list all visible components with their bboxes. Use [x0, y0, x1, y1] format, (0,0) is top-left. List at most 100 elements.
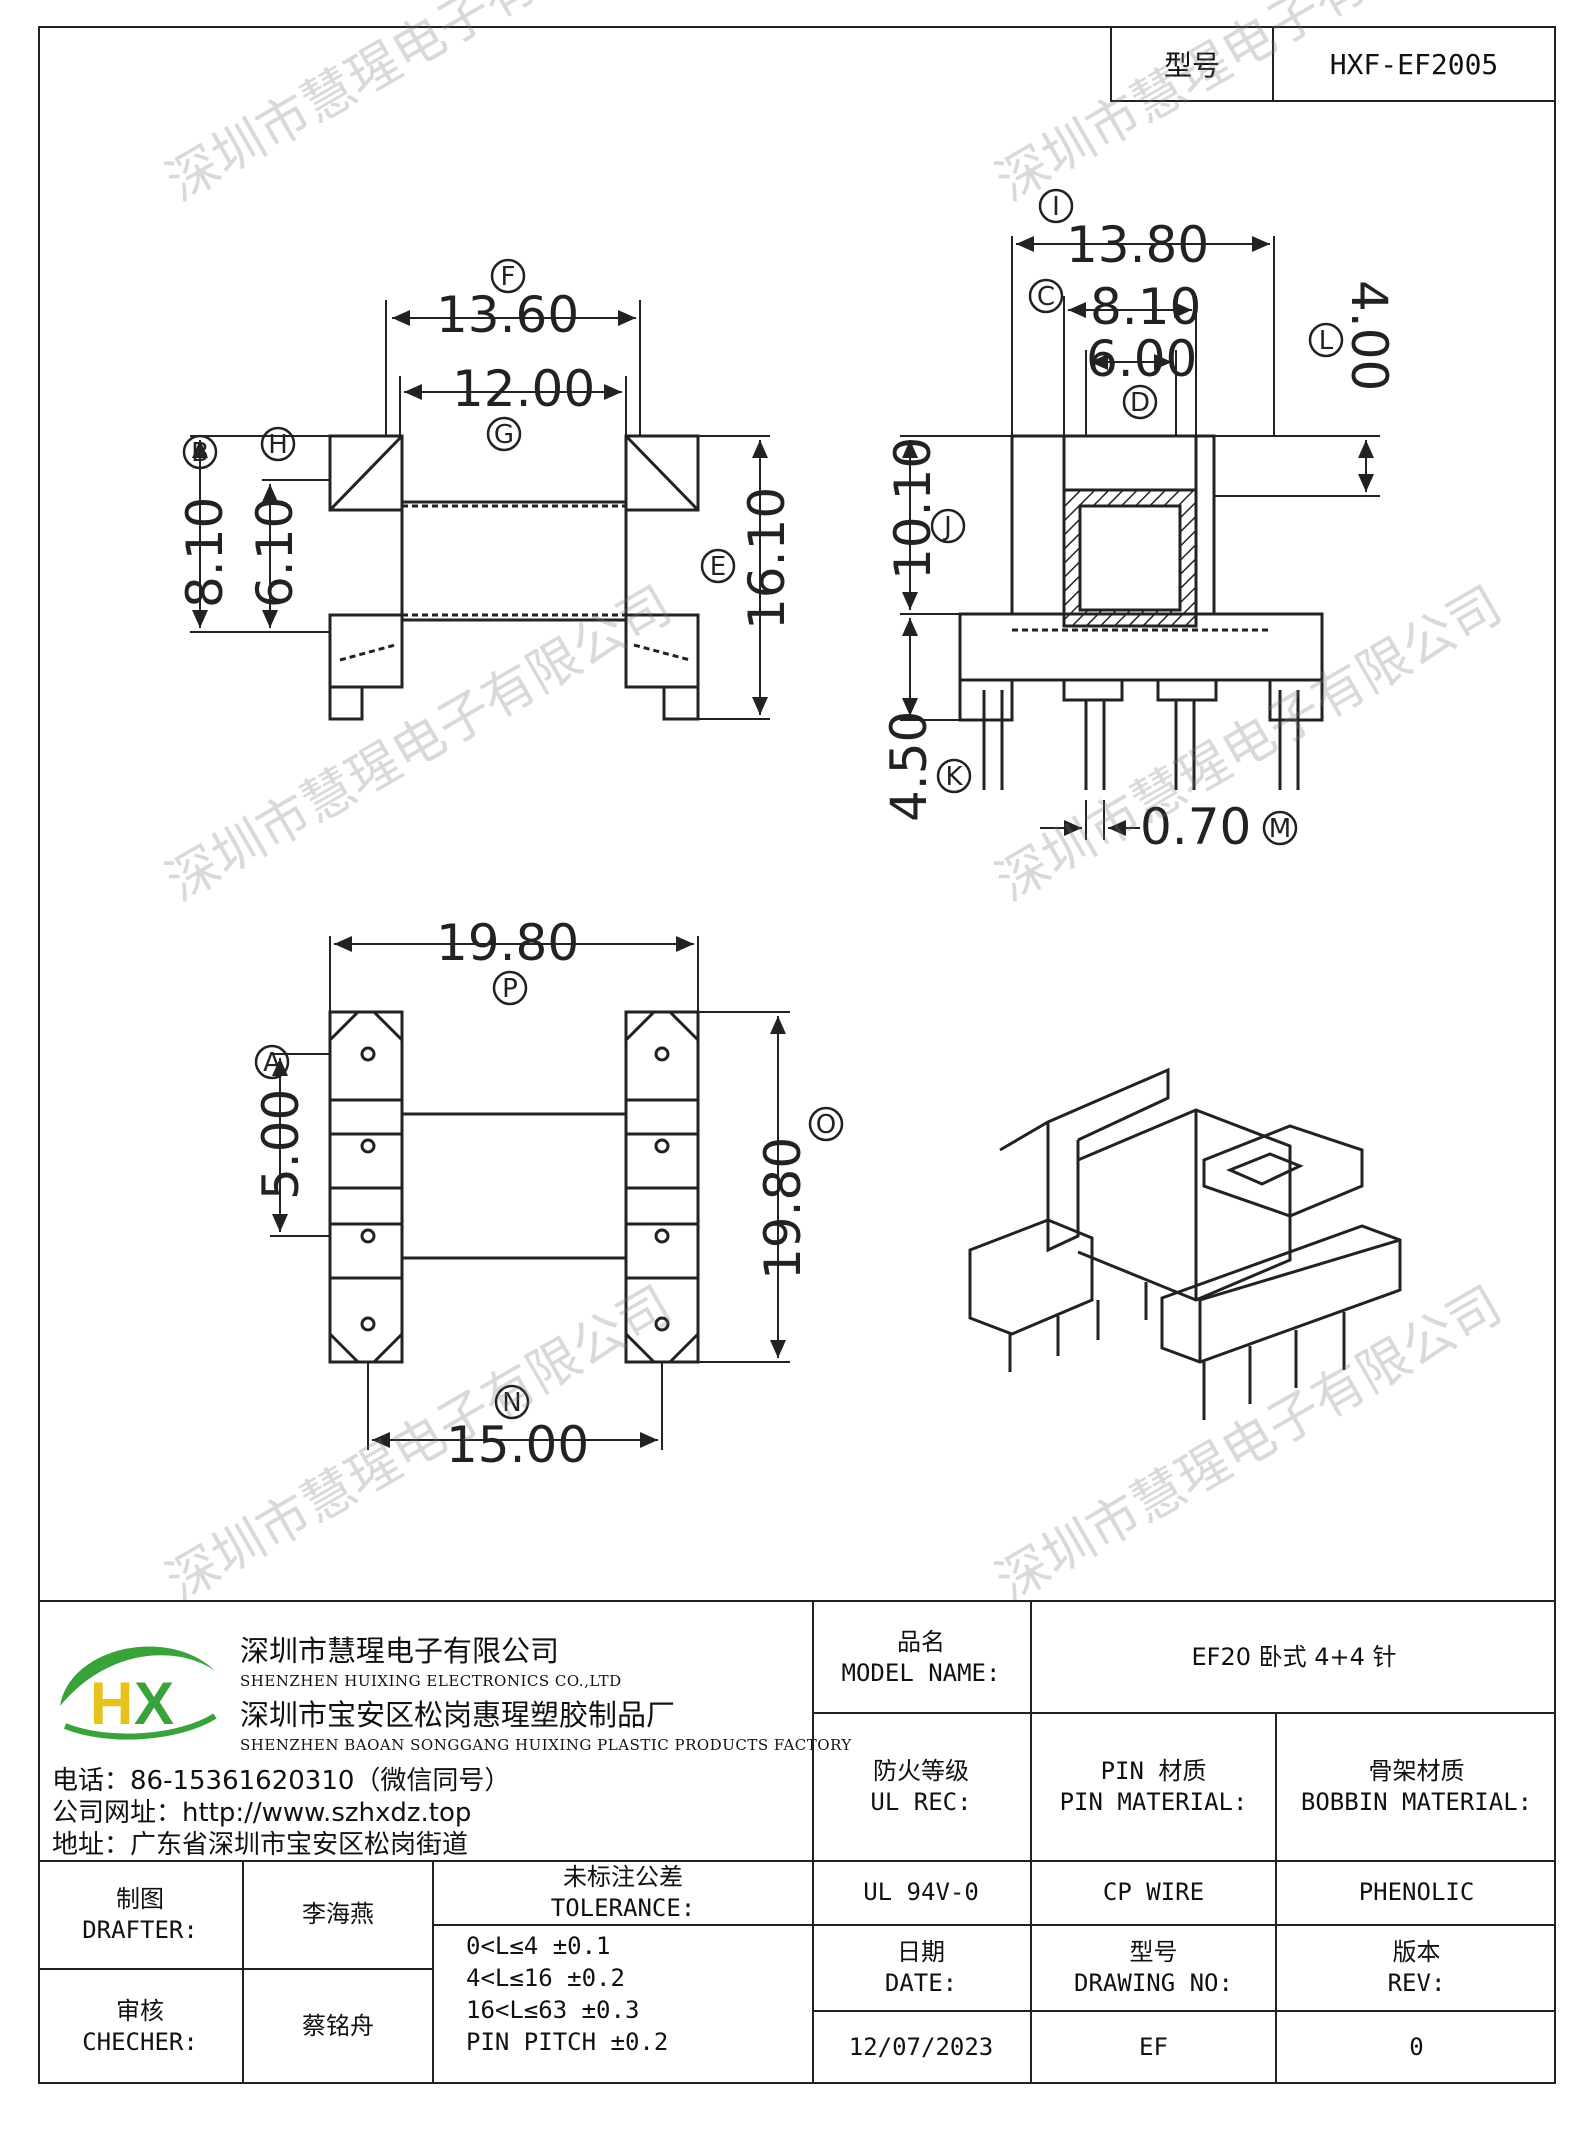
checker-en: CHECHER:	[82, 2028, 198, 2056]
rev-en: REV:	[1387, 1969, 1446, 1997]
tolerance-line: 0<L≤4 ±0.1	[466, 1932, 611, 1960]
ul-en: UL REC:	[870, 1788, 972, 1816]
tb-hline	[38, 1968, 432, 1970]
callout-circle	[1038, 188, 1074, 224]
drawing-no-label: 型号 DRAWING NO:	[1032, 1926, 1275, 2010]
drafter-cn: 制图	[116, 1884, 164, 1913]
callout-letter-A: A	[263, 1048, 281, 1078]
callout-circle	[936, 758, 972, 794]
bottom-view	[270, 936, 790, 1450]
phone-text: 电话：86-15361620310（微信同号）	[52, 1766, 511, 1796]
callout-letter-L: L	[1319, 326, 1334, 356]
dim-N: 15.00	[446, 1416, 589, 1474]
callout-circle	[700, 548, 736, 584]
dim-I: 13.80	[1066, 216, 1209, 274]
model-number-box: 型号 HXF-EF2005	[1110, 26, 1556, 102]
tolerance-list: 0<L≤4 ±0.1 4<L≤16 ±0.2 16<L≤63 ±0.3 PIN …	[466, 1930, 802, 2058]
callout-circle	[486, 416, 522, 452]
tb-vline	[242, 1860, 244, 2084]
callout-letter-H: H	[268, 430, 288, 460]
tolerance-line: 4<L≤16 ±0.2	[466, 1964, 625, 1992]
tb-vline	[432, 1860, 434, 2084]
model-name-label: 品名 MODEL NAME:	[812, 1604, 1030, 1712]
pin-cn: PIN 材质	[1100, 1756, 1207, 1785]
callout-letter-D: D	[1130, 388, 1150, 418]
title-block	[38, 1600, 1556, 2084]
callout-letter-B: B	[191, 438, 209, 468]
isometric-view	[968, 1067, 1402, 1420]
logo-letter-x: X	[134, 1670, 174, 1737]
drawing-no-value: EF	[1139, 2033, 1168, 2062]
website-text: 公司网址：http://www.szhxdz.top	[52, 1798, 472, 1828]
tolerance-line: PIN PITCH ±0.2	[466, 2028, 669, 2056]
model-value: HXF-EF2005	[1329, 47, 1499, 81]
model-name-value: EF20 卧式 4+4 针	[1191, 1643, 1397, 1672]
tolerance-cn: 未标注公差	[563, 1862, 683, 1891]
logo-letter-h: H	[90, 1670, 133, 1737]
factory-name-en: SHENZHEN BAOAN SONGGANG HUIXING PLASTIC …	[240, 1736, 852, 1754]
bobbin-en: BOBBIN MATERIAL:	[1300, 1788, 1533, 1816]
checker-value: 蔡铭舟	[302, 2012, 374, 2041]
callout-letter-N: N	[502, 1388, 521, 1418]
callout-circle	[182, 434, 218, 470]
callout-circle	[808, 1106, 844, 1142]
dim-P: 19.80	[436, 914, 579, 972]
date-cn: 日期	[897, 1937, 945, 1966]
dim-M: 0.70	[1140, 798, 1251, 856]
rev-label: 版本 REV:	[1277, 1926, 1556, 2010]
callout-circle	[1262, 810, 1298, 846]
pin-en: PIN MATERIAL:	[1059, 1788, 1248, 1816]
callout-circle	[490, 258, 526, 294]
tb-hline	[432, 1924, 812, 1926]
checker-cn: 审核	[116, 1996, 164, 2025]
ul-label: 防火等级 UL REC:	[812, 1714, 1030, 1860]
drafter-value: 李海燕	[302, 1900, 374, 1929]
front-view-dimension-text: 13.60 12.00 8.10 6.10 16.10	[176, 286, 796, 630]
address-text: 地址：广东省深圳市宝安区松岗街道	[52, 1830, 469, 1860]
ul-cn: 防火等级	[873, 1756, 969, 1785]
bobbin-value: PHENOLIC	[1358, 1878, 1475, 1907]
tb-vline	[812, 1600, 814, 2084]
callout-circle	[1028, 278, 1064, 314]
drafter-en: DRAFTER:	[82, 1916, 198, 1944]
callout-circle	[260, 426, 296, 462]
technical-drawing: 13.60 12.00 8.10 6.10 16.10	[176, 188, 1402, 1474]
company-info: H X 深圳市慧瑆电子有限公司 SHENZHEN HUIXING ELECTRO…	[38, 1600, 851, 1862]
dim-E: 16.10	[738, 487, 796, 630]
dim-F: 13.60	[436, 286, 579, 344]
drawing-sheet-border	[38, 26, 1556, 2084]
ul-value: UL 94V-0	[863, 1878, 979, 1907]
factory-name-cn: 深圳市宝安区松岗惠瑆塑胶制品厂	[240, 1698, 676, 1732]
rev-value: 0	[1409, 2033, 1424, 2062]
dim-G: 12.00	[452, 360, 595, 418]
dim-J: 10.10	[884, 437, 942, 580]
dim-A: 5.00	[252, 1089, 310, 1200]
model-name-en: MODEL NAME:	[841, 1659, 1001, 1687]
tolerance-line: 16<L≤63 ±0.3	[466, 1996, 640, 2024]
side-view-dimension-text: 13.80 8.10 6.00 4.00 10.10 4.50 0.70	[880, 216, 1398, 856]
date-value: 12/07/2023	[848, 2033, 994, 2062]
callout-circle	[494, 1384, 530, 1420]
bobbin-cn: 骨架材质	[1368, 1756, 1465, 1785]
callout-letter-J: J	[942, 512, 952, 542]
company-name-en: SHENZHEN HUIXING ELECTRONICS CO.,LTD	[240, 1672, 622, 1690]
drafter-label: 制图 DRAFTER:	[38, 1862, 242, 1968]
callout-letter-E: E	[710, 552, 726, 582]
side-view	[900, 236, 1380, 840]
tb-hline	[812, 1924, 1556, 1926]
dim-H: 6.10	[246, 497, 304, 608]
bobbin-label: 骨架材质 BOBBIN MATERIAL:	[1277, 1714, 1556, 1860]
dim-B: 8.10	[176, 497, 234, 608]
pin-value: CP WIRE	[1102, 1878, 1205, 1907]
checker-label: 审核 CHECHER:	[38, 1970, 242, 2084]
bottom-view-dimension-text: 19.80 5.00 19.80 15.00	[252, 914, 812, 1474]
tb-vline	[1030, 1600, 1032, 2084]
drawing-en: DRAWING NO:	[1074, 1969, 1233, 1997]
callout-circle	[930, 508, 966, 544]
dim-C: 8.10	[1090, 278, 1201, 336]
callout-letter-G: G	[494, 420, 514, 450]
callout-letter-F: F	[501, 262, 516, 292]
pin-label: PIN 材质 PIN MATERIAL:	[1032, 1714, 1275, 1860]
callout-letter-I: I	[1052, 192, 1060, 222]
